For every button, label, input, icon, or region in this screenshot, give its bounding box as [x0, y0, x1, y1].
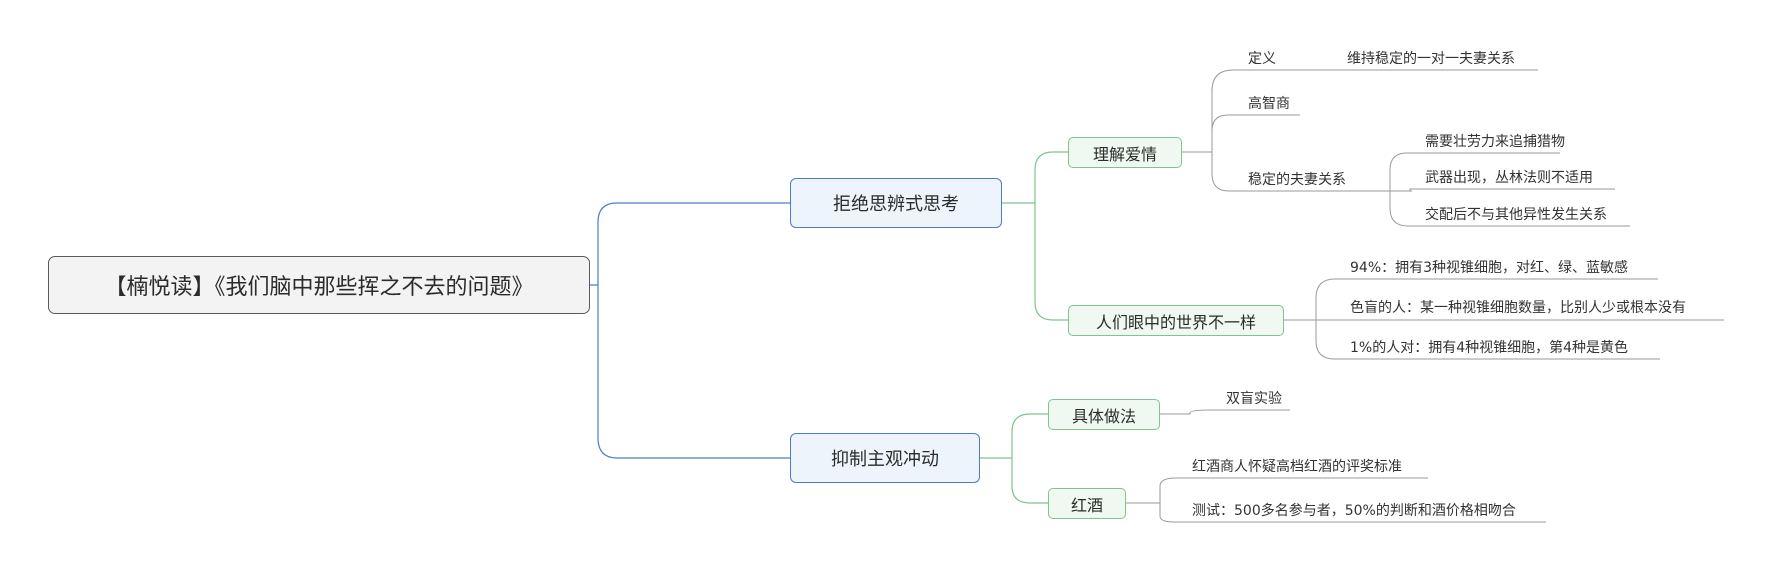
connector-b2-sub1 — [980, 413, 1048, 459]
connector-b1-sub1 — [1002, 151, 1068, 204]
connector-stable-i1 — [1389, 152, 1560, 191]
connector-stable-i2 — [1390, 188, 1615, 192]
connector-root-b1 — [590, 202, 790, 286]
connector-love-iq — [1211, 114, 1300, 152]
subtopic-red-wine[interactable]: 红酒 — [1048, 488, 1126, 519]
subtopic-label: 红酒 — [1070, 495, 1103, 515]
connector-b1-sub2 — [1034, 203, 1068, 321]
leaf-wine-item-1[interactable]: 红酒商人怀疑高档红酒的评奖标准 — [1192, 459, 1402, 475]
leaf-stable-item-2[interactable]: 武器出现，丛林法则不适用 — [1425, 170, 1593, 186]
connector-love-def — [1182, 69, 1310, 153]
leaf-stable-item-1[interactable]: 需要壮劳力来追捕猎物 — [1425, 134, 1565, 150]
connector-wine-i1 — [1126, 477, 1428, 504]
leaf-world-item-3[interactable]: 1%的人对：拥有4种视锥细胞，第4种是黄色 — [1350, 340, 1629, 356]
subtopic-label: 具体做法 — [1071, 406, 1136, 426]
connector-root-b2 — [597, 285, 790, 459]
subtopic-world-differs[interactable]: 人们眼中的世界不一样 — [1068, 305, 1284, 336]
branch-label: 抑制主观冲动 — [831, 449, 939, 470]
leaf-world-item-2[interactable]: 色盲的人：某一种视锥细胞数量，比别人少或根本没有 — [1350, 300, 1686, 316]
connector-method-i1 — [1160, 409, 1290, 415]
branch-suppress-subjective-impulse[interactable]: 抑制主观冲动 — [790, 433, 980, 483]
connector-world-i1 — [1284, 278, 1658, 321]
subtopic-label: 人们眼中的世界不一样 — [1095, 312, 1256, 332]
leaf-method-item-1[interactable]: 双盲实验 — [1226, 391, 1282, 407]
connector-b2-sub2 — [1011, 458, 1048, 504]
connector-wine-i2 — [1159, 503, 1546, 523]
connector-love-stable — [1211, 152, 1390, 192]
root-topic[interactable]: 【楠悦读】《我们脑中那些挥之不去的问题》 — [48, 256, 590, 314]
leaf-definition[interactable]: 定义 — [1248, 51, 1276, 67]
subtopic-label: 理解爱情 — [1092, 144, 1157, 164]
subtopic-understand-love[interactable]: 理解爱情 — [1068, 137, 1182, 168]
leaf-world-item-1[interactable]: 94%：拥有3种视锥细胞，对红、绿、蓝敏感 — [1350, 260, 1629, 276]
leaf-stable-item-3[interactable]: 交配后不与其他异性发生关系 — [1425, 207, 1607, 223]
leaf-stable-relationship[interactable]: 稳定的夫妻关系 — [1248, 172, 1346, 188]
connector-stable-i3 — [1389, 191, 1630, 227]
leaf-definition-detail[interactable]: 维持稳定的一对一夫妻关系 — [1347, 51, 1515, 67]
connector-world-i3 — [1315, 320, 1660, 360]
leaf-high-iq[interactable]: 高智商 — [1248, 96, 1290, 112]
branch-label: 拒绝思辨式思考 — [833, 194, 959, 215]
branch-refuse-speculative-thinking[interactable]: 拒绝思辨式思考 — [790, 178, 1002, 228]
root-topic-label: 【楠悦读】《我们脑中那些挥之不去的问题》 — [104, 275, 534, 300]
leaf-wine-item-2[interactable]: 测试：500多名参与者，50%的判断和酒价格相吻合 — [1192, 503, 1516, 519]
subtopic-method[interactable]: 具体做法 — [1048, 399, 1160, 430]
